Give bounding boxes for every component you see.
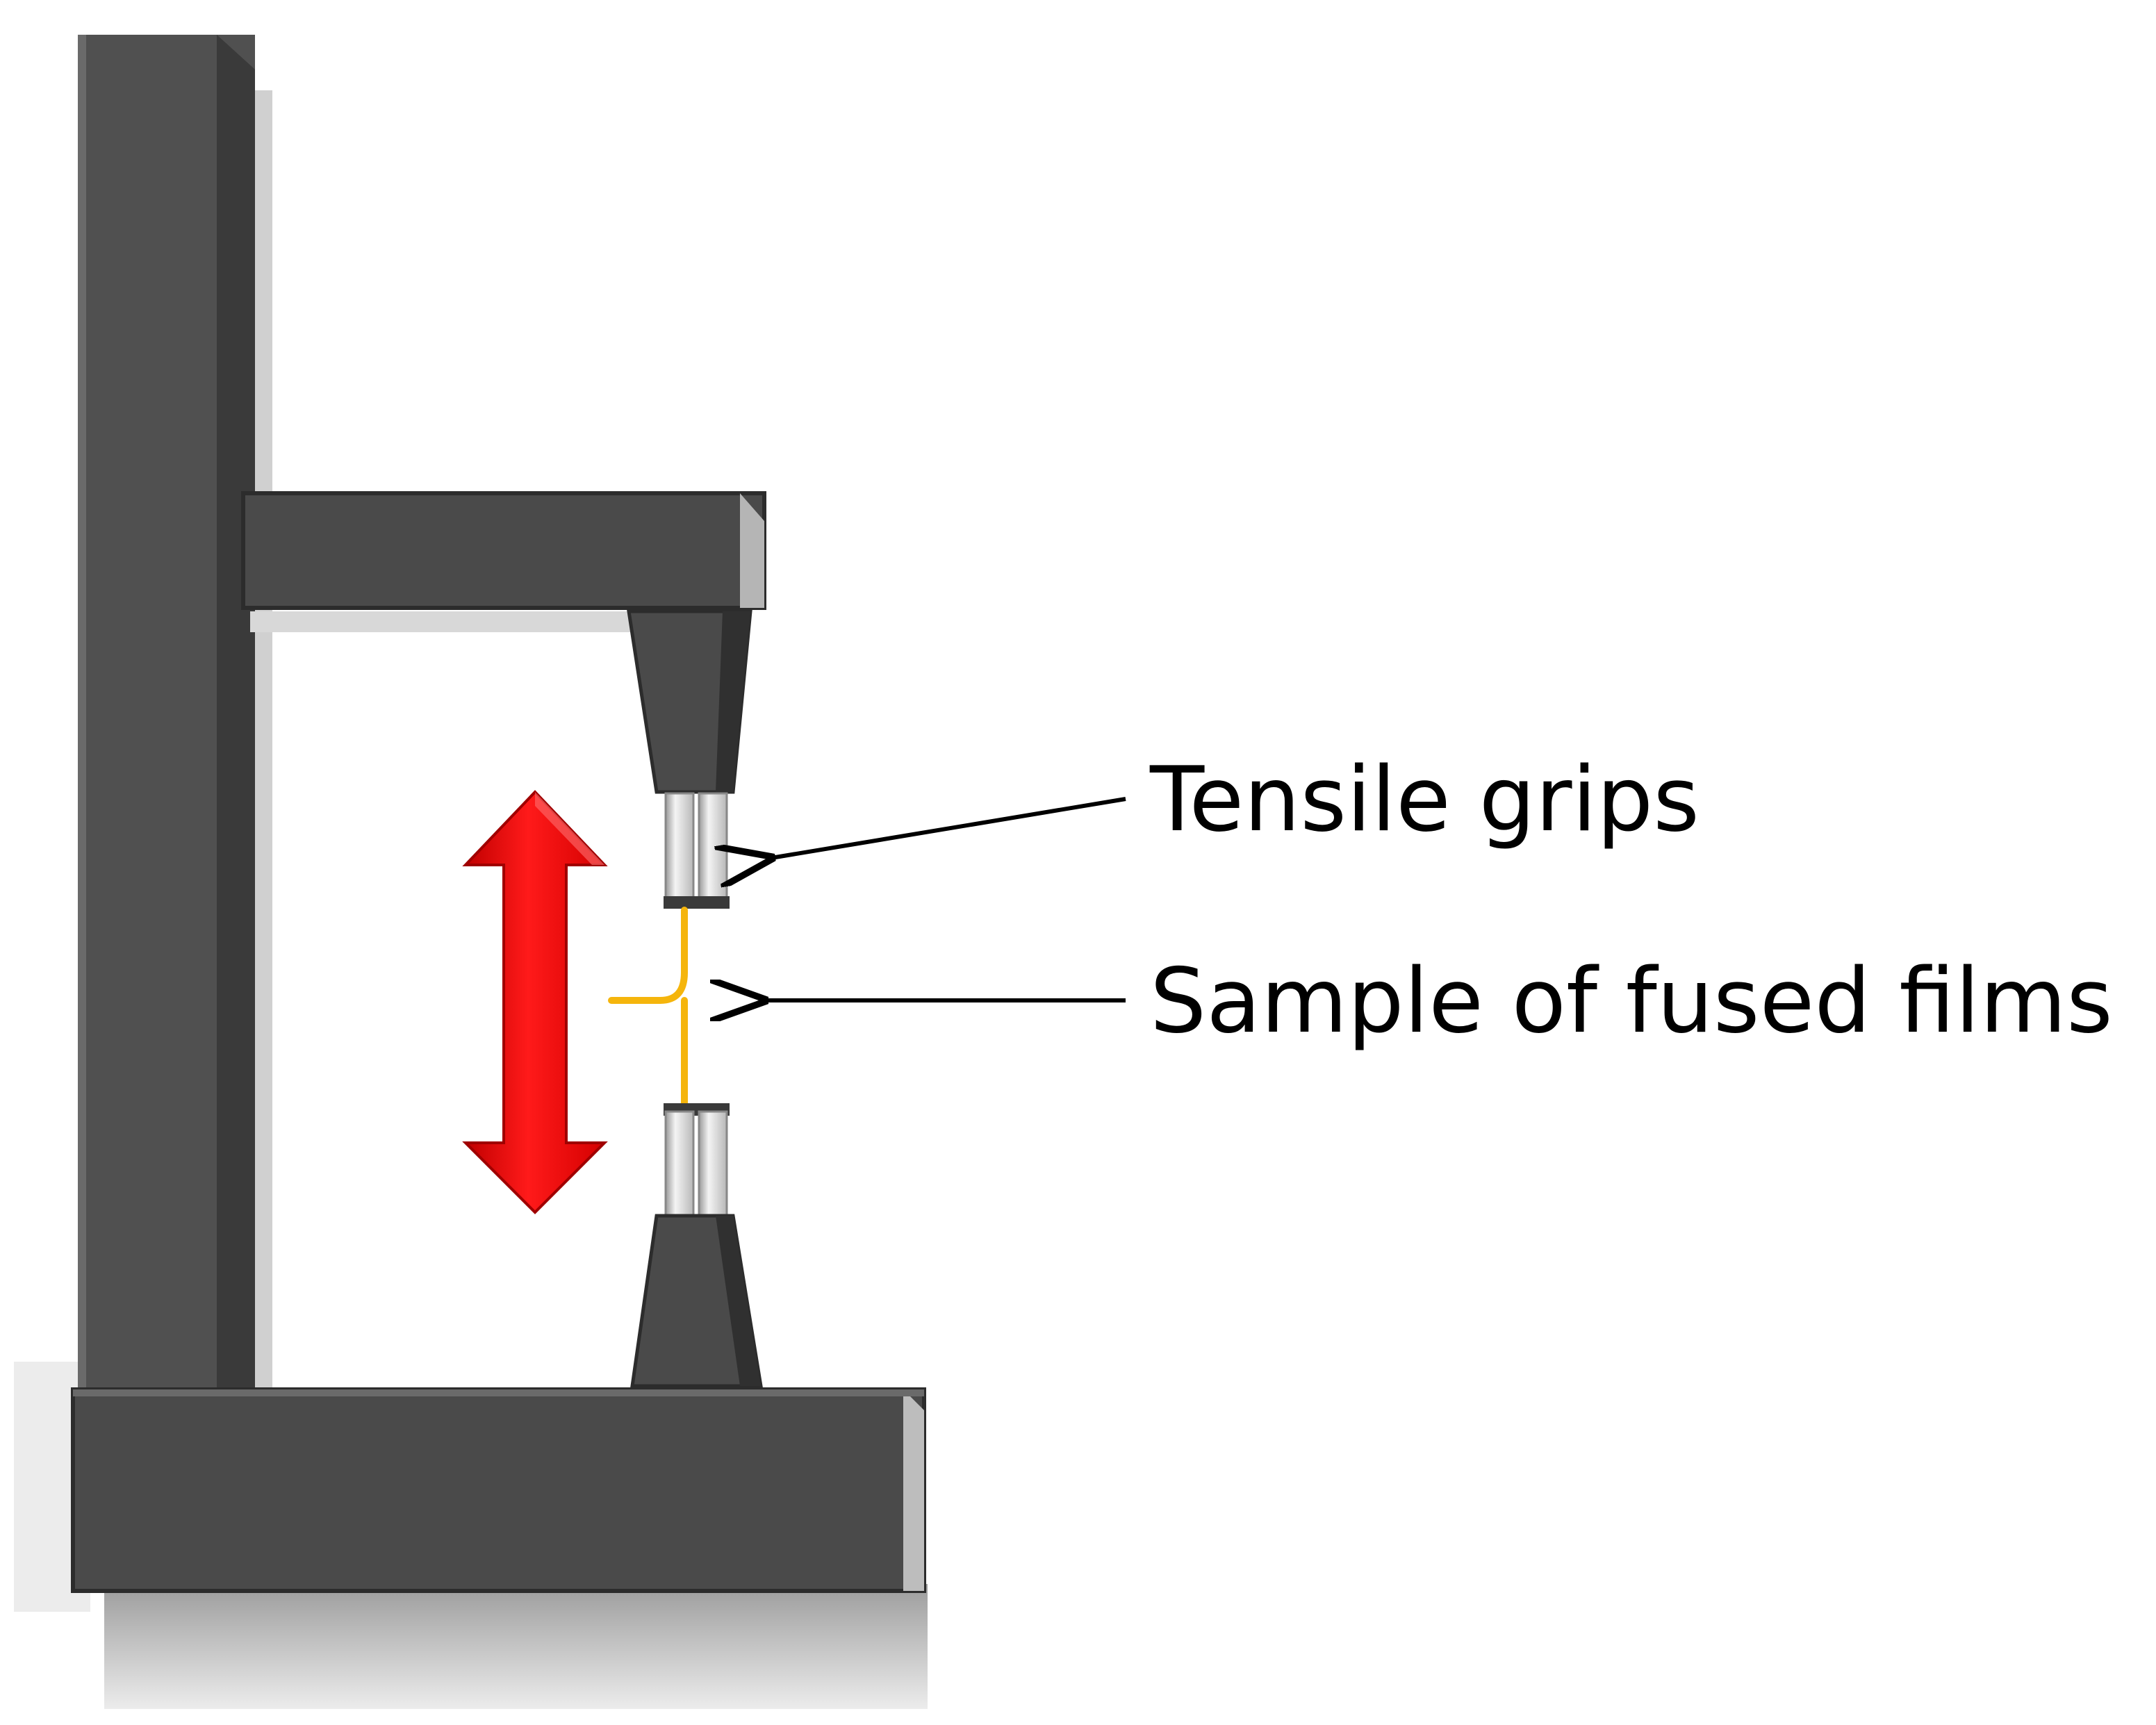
tensile-grips-pointer [771,797,1126,858]
double-headed-arrow-icon [462,790,608,1214]
fused-film-sample [608,907,688,1108]
lower-grip-jaws [664,1103,730,1217]
lower-grip-housing [630,1214,763,1388]
base-shadow [104,1584,928,1709]
tensile-grips-label: Tensile grips [1149,748,1700,852]
sample-label: Sample of fused films [1150,950,2113,1053]
upper-grip-jaws [664,792,730,909]
frame-base [71,1387,926,1593]
upper-grip-housing [627,609,752,794]
crosshead-beam [241,491,766,632]
frame-column [78,35,272,1396]
